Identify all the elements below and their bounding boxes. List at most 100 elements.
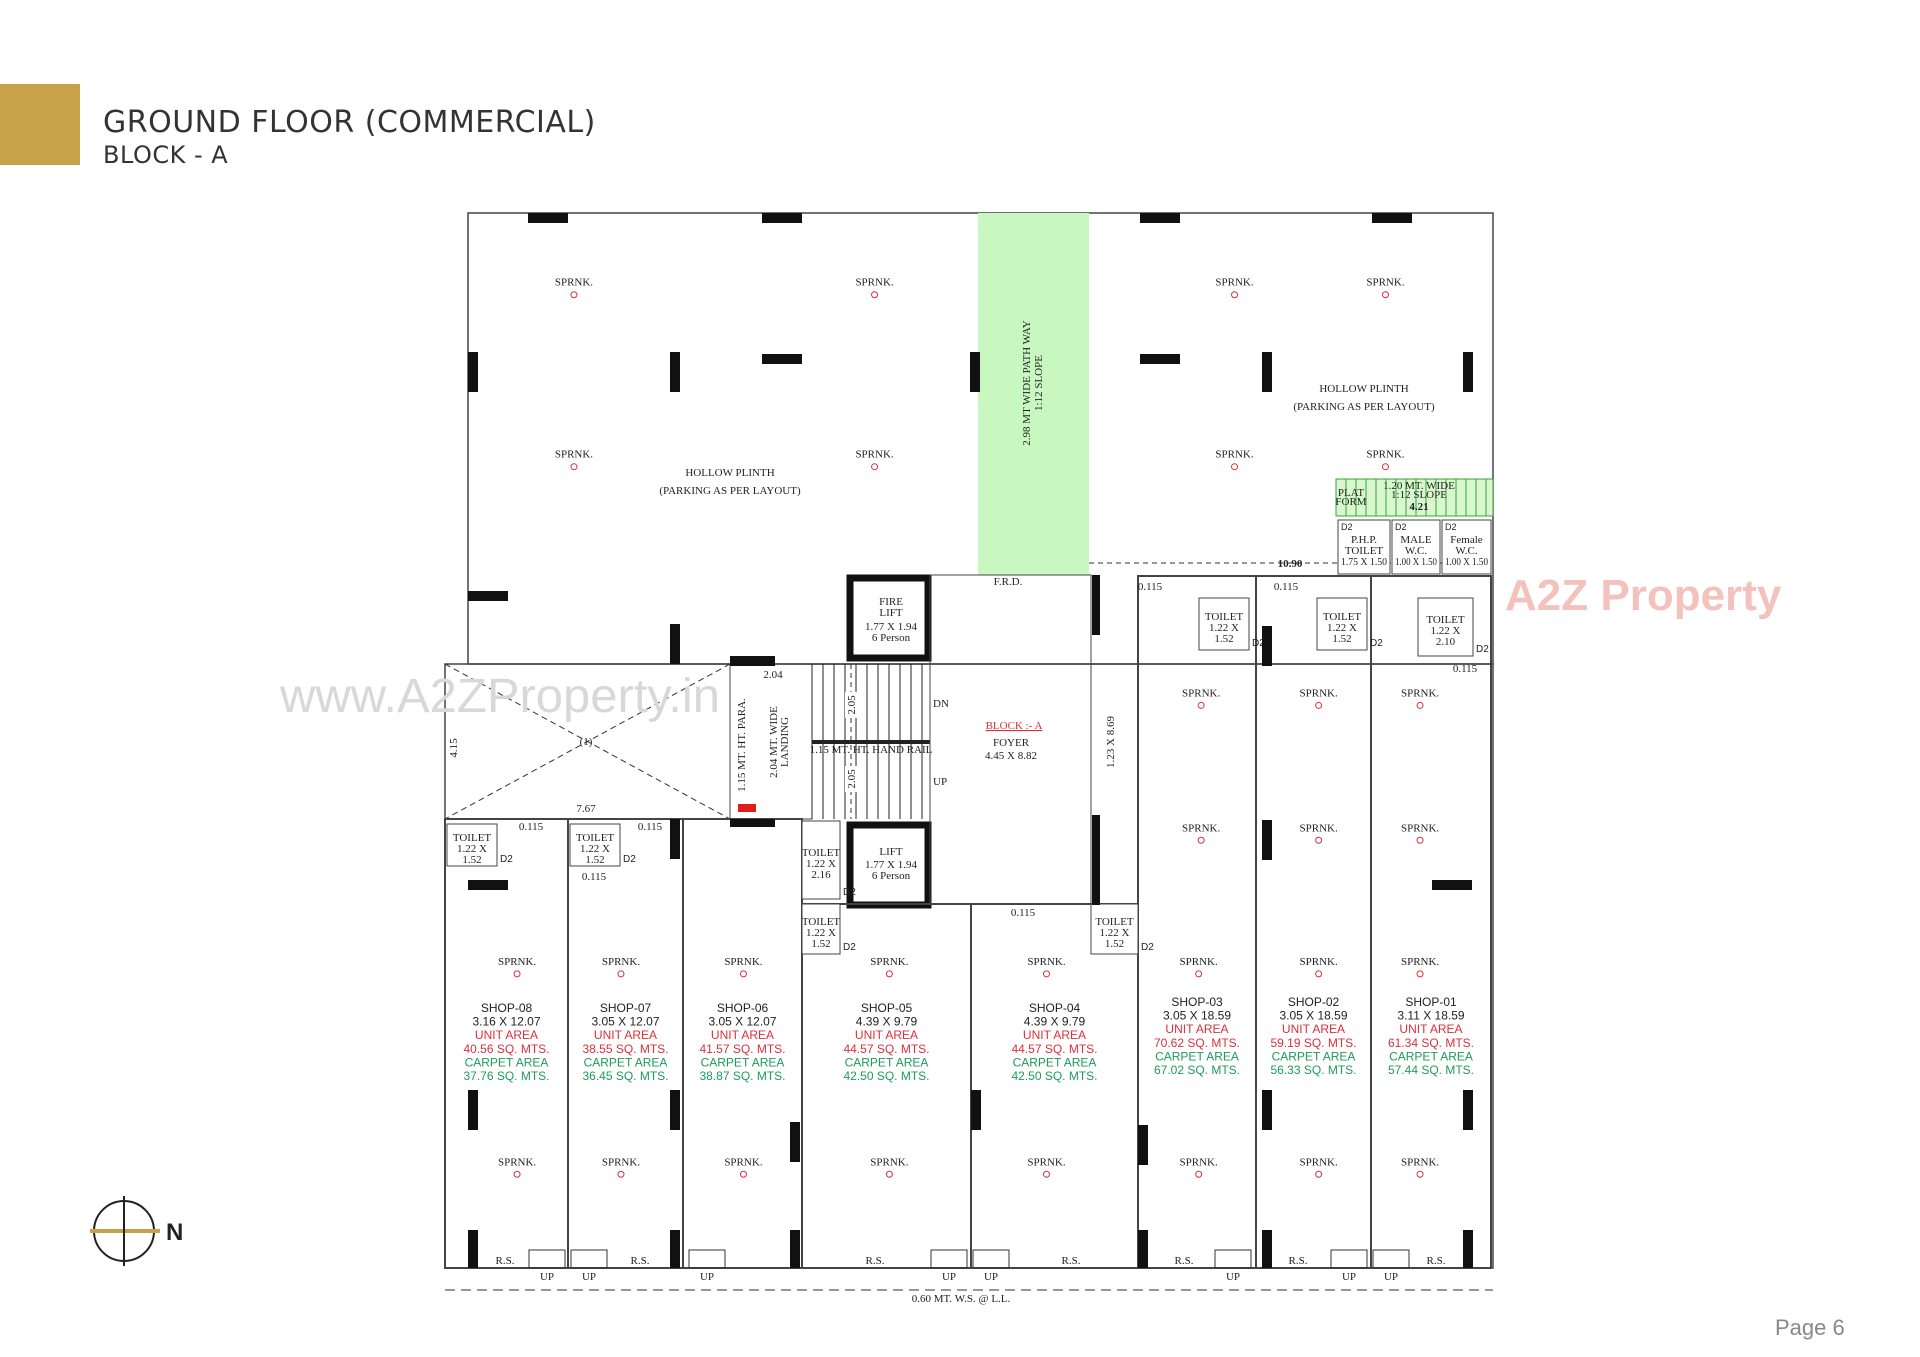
- sprinkler-label: SPRNK.: [870, 1156, 908, 1168]
- sprinkler-label: SPRNK.: [724, 1156, 762, 1168]
- svg-text:LIFT: LIFT: [879, 607, 903, 619]
- sprinkler-label: SPRNK.: [602, 1156, 640, 1168]
- wall-thickness-label: 0.115: [1274, 581, 1299, 593]
- dimension-7-67: 7.67: [576, 803, 596, 815]
- stair-flight-dimension: 2.05: [846, 695, 858, 715]
- step: [570, 1249, 608, 1269]
- sprinkler-icon: [1416, 970, 1424, 978]
- shop-carpet-label: CARPET AREA: [1155, 1049, 1239, 1063]
- wall-thickness-label: 0.115: [1138, 581, 1163, 593]
- stair-dim-bg: [845, 766, 857, 792]
- column: [1262, 352, 1272, 392]
- sprinkler-label: SPRNK.: [1300, 687, 1338, 699]
- sprinkler-icon: [871, 463, 879, 471]
- sprinkler-label: SPRNK.: [870, 956, 908, 968]
- shop-unit-label: UNIT AREA: [475, 1028, 538, 1042]
- shop-unit-area: 38.55 SQ. MTS.: [582, 1042, 668, 1056]
- step: [972, 1249, 1010, 1269]
- toilet-outline: [569, 823, 621, 867]
- shop-carpet-label: CARPET AREA: [701, 1055, 785, 1069]
- toilet-size: 1.22 X: [806, 927, 836, 939]
- svg-text:1:12 SLOPE: 1:12 SLOPE: [1033, 355, 1045, 411]
- column: [1262, 1230, 1272, 1268]
- hand-rail-label: 1.15 MT. HT. HAND RAIL: [810, 744, 933, 756]
- shop-carpet-label: CARPET AREA: [845, 1055, 929, 1069]
- column: [762, 354, 802, 364]
- toilet-size: 1.00 X 1.50: [1395, 556, 1437, 568]
- sprinkler-label: SPRNK.: [555, 449, 593, 461]
- column: [1140, 213, 1180, 223]
- step-up-label: UP: [942, 1271, 956, 1283]
- sprinkler-icon: [739, 1170, 747, 1178]
- shop-size: 3.05 X 12.07: [591, 1015, 659, 1029]
- sprinkler-icon: [1416, 1170, 1424, 1178]
- step-up-label: UP: [700, 1271, 714, 1283]
- shop-carpet-area: 37.76 SQ. MTS.: [463, 1069, 549, 1083]
- toilet-size: 1.22 X: [1327, 622, 1357, 634]
- door-label: D2: [500, 854, 513, 865]
- rolling-shutter-label: R.S.: [1427, 1255, 1446, 1267]
- sprinkler-label: SPRNK.: [1401, 956, 1439, 968]
- door-label: D2: [843, 887, 856, 898]
- ramp-slope: 1:12 SLOPE: [1391, 489, 1447, 501]
- door-label: D2: [1395, 522, 1407, 532]
- shop-unit-label: UNIT AREA: [1165, 1022, 1228, 1036]
- toilet-size: TOILET: [1345, 545, 1384, 557]
- shop-unit-label: UNIT AREA: [711, 1028, 774, 1042]
- svg-text:6 Person: 6 Person: [872, 632, 911, 644]
- sprinkler-icon: [739, 970, 747, 978]
- toilet-size: W.C.: [1455, 545, 1477, 557]
- door-label: D2: [1141, 942, 1154, 953]
- column: [670, 1230, 680, 1268]
- step: [1214, 1249, 1252, 1269]
- sprinkler-label: SPRNK.: [1182, 687, 1220, 699]
- door-label: D2: [843, 942, 856, 953]
- sprinkler-label: SPRNK.: [1401, 822, 1439, 834]
- toilet-size: 1.22 X: [1209, 622, 1239, 634]
- toilet-size: 1.52: [1214, 633, 1233, 645]
- svg-text:2.04 MT. WIDE: 2.04 MT. WIDE: [768, 706, 780, 778]
- shop-unit-area: 59.19 SQ. MTS.: [1270, 1036, 1356, 1050]
- sprinkler-label: SPRNK.: [855, 449, 893, 461]
- wall-thickness-label: 0.115: [1453, 663, 1478, 675]
- shop-carpet-label: CARPET AREA: [1013, 1055, 1097, 1069]
- sprinkler-icon: [1195, 1170, 1203, 1178]
- toilet-outline: [1391, 519, 1441, 575]
- sprinkler-label: SPRNK.: [1401, 1156, 1439, 1168]
- sprinkler-icon: [1197, 836, 1205, 844]
- step-up-label: UP: [540, 1271, 554, 1283]
- fire-lift-label: FIRE LIFT 1.77 X 1.94 6 Person: [865, 596, 917, 644]
- column: [528, 213, 568, 223]
- dimension-10-90: 10.90: [1278, 558, 1303, 570]
- toilet-size: 1.52: [811, 938, 830, 950]
- toilet-size: 1.22 X: [1431, 625, 1461, 637]
- parapet-label: 1.15 MT. HT. PARA.: [736, 698, 748, 792]
- toilet-size: W.C.: [1405, 545, 1427, 557]
- shop-carpet-area: 67.02 SQ. MTS.: [1154, 1063, 1240, 1077]
- shop-unit-label: UNIT AREA: [594, 1028, 657, 1042]
- step-up-label: UP: [1384, 1271, 1398, 1283]
- column: [670, 352, 680, 392]
- wall-thickness-label: 0.115: [1011, 907, 1036, 919]
- toilet-outline: [1198, 597, 1250, 651]
- toilet-size: 1.22 X: [457, 843, 487, 855]
- svg-text:1.77 X 1.94: 1.77 X 1.94: [865, 621, 917, 633]
- side-ramp: [1335, 478, 1494, 517]
- toilet-size: 1.22 X: [806, 858, 836, 870]
- platform-label-2: FORM: [1335, 496, 1366, 508]
- sprinkler-label: SPRNK.: [498, 1156, 536, 1168]
- sprinkler-icon: [570, 291, 578, 299]
- shop-carpet-area: 42.50 SQ. MTS.: [843, 1069, 929, 1083]
- sprinkler-icon: [1381, 463, 1389, 471]
- sprinkler-label: SPRNK.: [1366, 277, 1404, 289]
- door-label: D2: [1252, 638, 1265, 649]
- sprinkler-icon: [885, 970, 893, 978]
- fire-lift: [846, 574, 932, 662]
- shop-name: SHOP-08: [481, 1001, 533, 1015]
